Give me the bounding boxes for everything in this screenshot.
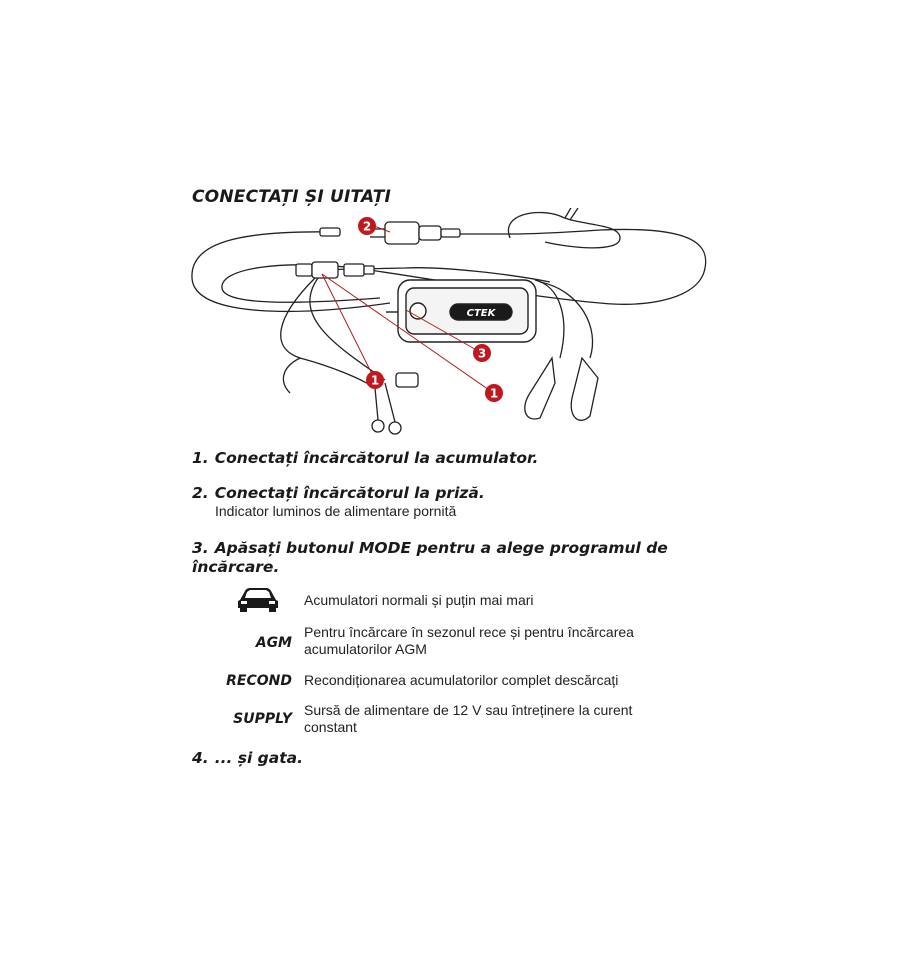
mode-recond-key: RECOND bbox=[226, 673, 292, 689]
callout-1a: 1 bbox=[366, 371, 384, 389]
mode-supply-desc: Sursă de alimentare de 12 V sau întrețin… bbox=[304, 702, 633, 735]
charger-connection-diagram: CTEK 1 2 3 1 bbox=[191, 208, 707, 435]
step-2-note: Indicator luminos de alimentare pornită bbox=[215, 503, 457, 519]
mode-recond-desc: Recondiționarea acumulatorilor complet d… bbox=[304, 672, 619, 688]
svg-text:1: 1 bbox=[371, 374, 379, 388]
callout-3: 3 bbox=[473, 344, 491, 362]
brand-logo: CTEK bbox=[467, 308, 497, 319]
mode-agm-desc: Pentru încărcare în sezonul rece și pent… bbox=[304, 624, 634, 657]
step-2: 2.Conectați încărcătorul la priză. bbox=[192, 484, 485, 502]
mode-agm-key: AGM bbox=[255, 635, 292, 651]
mode-normal-desc: Acumulatori normali și puțin mai mari bbox=[304, 592, 534, 608]
callout-2: 2 bbox=[358, 217, 376, 235]
svg-text:2: 2 bbox=[363, 220, 371, 234]
page-title: CONECTAȚI ȘI UITAȚI bbox=[192, 187, 392, 207]
mode-supply-key: SUPPLY bbox=[233, 711, 292, 727]
svg-text:3: 3 bbox=[478, 347, 486, 361]
step-1: 1.Conectați încărcătorul la acumulator. bbox=[192, 449, 539, 467]
car-icon bbox=[238, 588, 278, 612]
step-4: 4.... și gata. bbox=[192, 749, 303, 767]
callout-1b: 1 bbox=[485, 384, 503, 402]
step-3: 3.Apăsați butonul MODE pentru a alege pr… bbox=[192, 539, 668, 576]
svg-text:1: 1 bbox=[490, 387, 498, 401]
